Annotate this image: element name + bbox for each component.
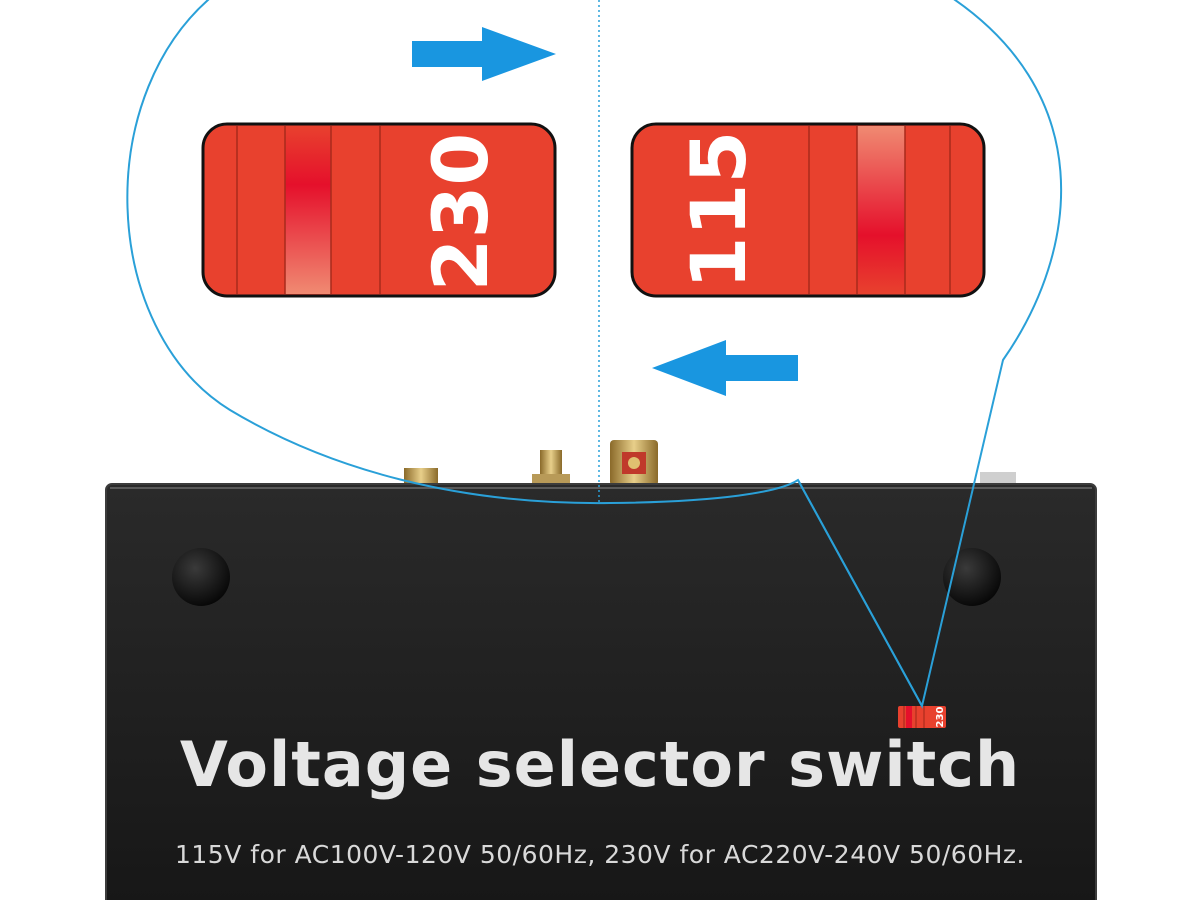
arrow-right-icon bbox=[412, 27, 556, 81]
rubber-foot-left bbox=[172, 548, 230, 606]
switch-left-label: 230 bbox=[416, 133, 505, 292]
rubber-foot-right bbox=[943, 548, 1001, 606]
device-voltage-switch[interactable]: 230 bbox=[898, 706, 946, 728]
switch-115-position: 115 bbox=[630, 122, 986, 298]
voltage-description: 115V for AC100V-120V 50/60Hz, 230V for A… bbox=[175, 840, 1025, 869]
callout-bubble bbox=[126, 0, 1063, 709]
switch-230-position: 230 bbox=[201, 122, 557, 298]
arrow-left-icon bbox=[652, 340, 798, 396]
device-switch-label: 230 bbox=[935, 707, 946, 728]
connector-group bbox=[404, 440, 1016, 486]
switch-right-label: 115 bbox=[674, 131, 763, 290]
device-body bbox=[105, 483, 1097, 900]
page-title: Voltage selector switch bbox=[179, 728, 1021, 801]
